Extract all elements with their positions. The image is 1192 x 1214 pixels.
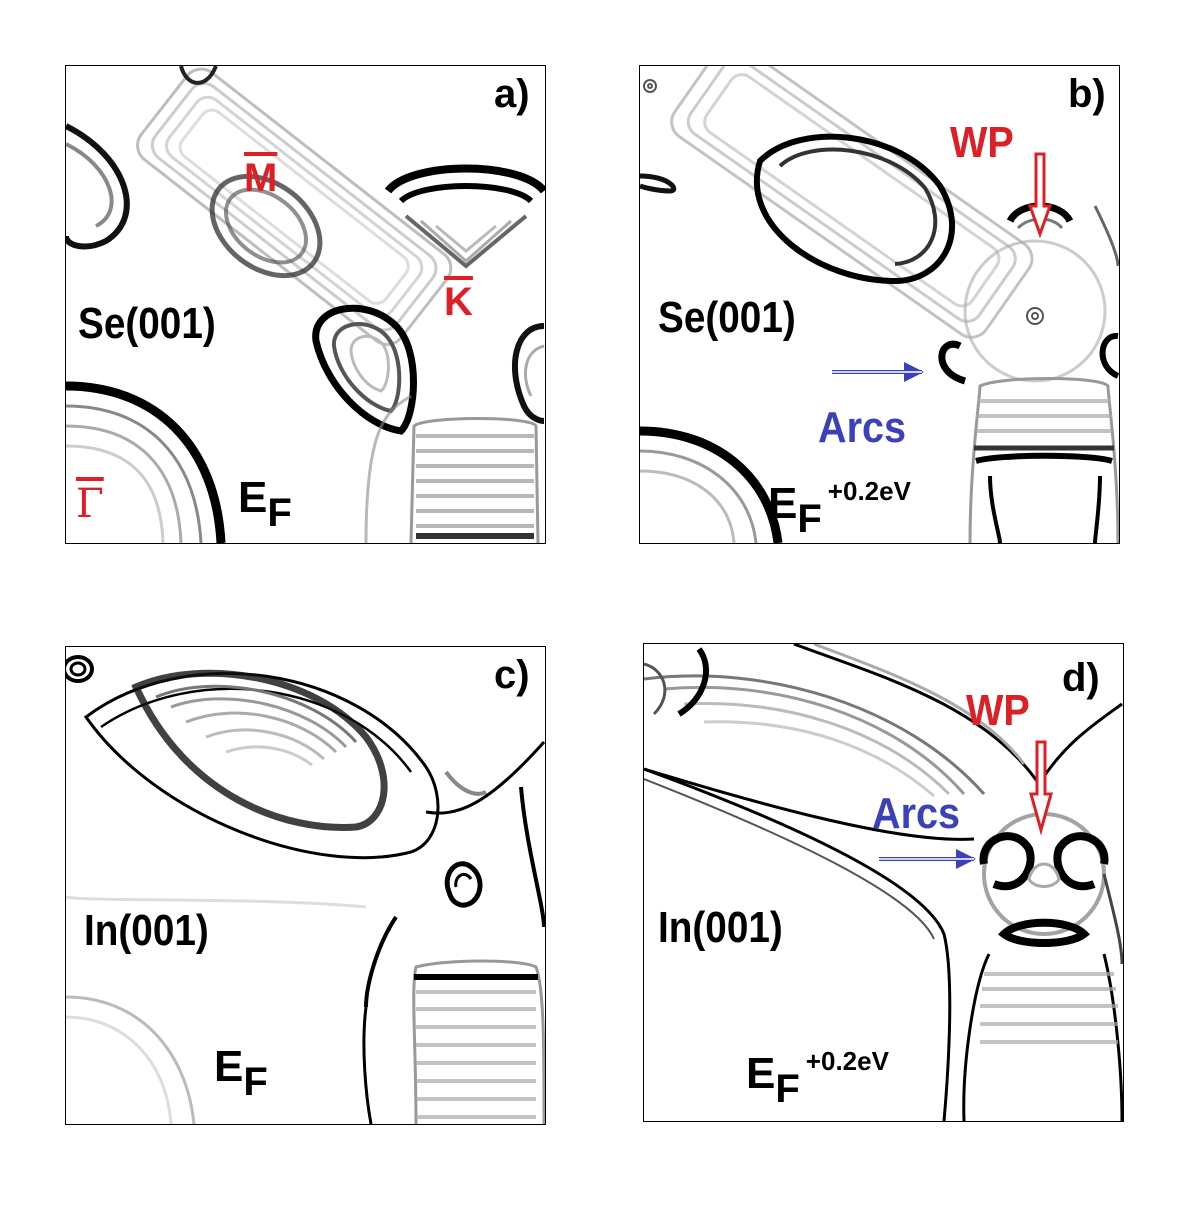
panel-d-wp-label: WP [966,686,1030,735]
panel-a-spectral-map [66,66,545,543]
panel-d-energy-label: EF+0.2eV [746,1046,889,1111]
panel-b-energy-label: EF+0.2eV [768,476,911,541]
panel-d-spectral-map [644,644,1123,1121]
panel-a-point-gamma: Γ [76,481,104,527]
panel-b-spectral-map [640,66,1119,543]
panel-b: b) WP Se(001) Arcs EF+0.2eV [639,65,1120,544]
panel-a-point-k: K [444,280,473,324]
panel-d-surface-label: In(001) [658,903,783,952]
panel-b-surface-label: Se(001) [658,293,796,342]
panel-b-wp-label: WP [950,118,1014,167]
panel-a-surface-label: Se(001) [78,299,216,348]
panel-a-energy-label: EF [238,473,292,535]
panel-b-arcs-label: Arcs [818,403,907,452]
panel-a-point-m: M [244,156,278,200]
panel-c-label: c) [494,653,530,697]
panel-b-label: b) [1068,72,1106,116]
panel-c: c) In(001) EF [65,646,546,1125]
panel-a-label: a) [494,72,530,116]
panel-d-label: d) [1062,656,1100,700]
panel-c-surface-label: In(001) [84,906,209,955]
panel-d: d) WP Arcs In(001) EF+0.2eV [643,643,1124,1122]
panel-c-energy-label: EF [214,1042,268,1104]
panel-c-spectral-map [66,655,545,1124]
panel-d-arcs-label: Arcs [872,789,961,838]
panel-a: a) Se(001) M K Γ EF [65,65,546,544]
